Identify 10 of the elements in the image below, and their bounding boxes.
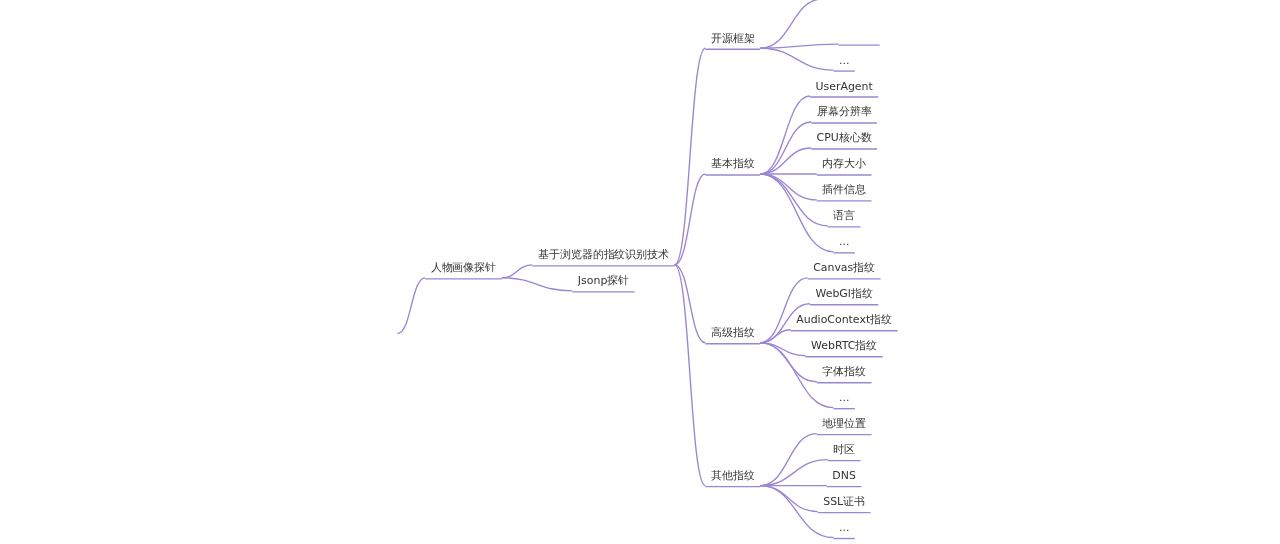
connector	[673, 47, 706, 266]
connector	[673, 173, 706, 266]
connector	[758, 47, 834, 71]
connector	[673, 264, 706, 487]
connector	[673, 264, 706, 344]
connector	[500, 277, 573, 292]
connector	[758, 484, 834, 539]
connector	[758, 342, 834, 409]
connector	[396, 277, 426, 335]
connector	[758, 173, 834, 253]
